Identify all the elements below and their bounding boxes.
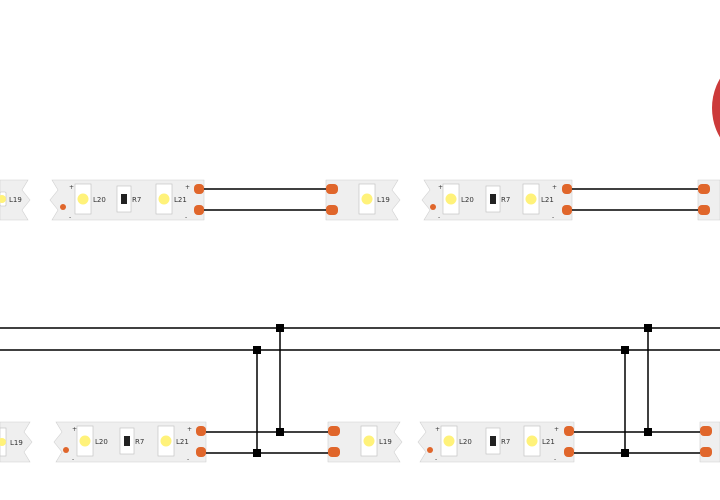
junction-node (253, 449, 261, 457)
led-label: L20 (93, 196, 106, 204)
led-label: L20 (461, 196, 474, 204)
svg-text:-: - (435, 456, 437, 463)
led-21 (526, 435, 538, 447)
led-21 (525, 193, 537, 205)
led-label: L21 (176, 438, 189, 446)
solder-pad (700, 447, 712, 457)
led-21 (158, 193, 170, 205)
led-19 (361, 193, 373, 205)
junction-node (253, 346, 261, 354)
svg-text:-: - (69, 214, 71, 221)
junction-node (276, 324, 284, 332)
svg-text:+: + (554, 426, 559, 433)
junction-node (621, 346, 629, 354)
bottom-strip-segment-b: L19 + - L20 R7 L21 + - (327, 421, 575, 463)
led-label: L19 (379, 438, 392, 446)
svg-text:-: - (552, 214, 554, 221)
led-19 (363, 435, 375, 447)
led-label: L20 (95, 438, 108, 446)
resistor-label: R7 (135, 438, 144, 446)
solder-pad (196, 426, 206, 436)
led-label: L21 (542, 438, 555, 446)
led-20 (77, 193, 89, 205)
svg-text:+: + (435, 426, 440, 433)
resistor-label: R7 (132, 196, 141, 204)
led-20 (443, 435, 455, 447)
solder-pad (564, 447, 574, 457)
top-strip-segment-c (697, 179, 720, 221)
resistor-r7 (490, 436, 496, 446)
solder-pad (328, 426, 340, 436)
led-label: L19 (377, 196, 390, 204)
bottom-strip-segment-a: + - L20 R7 L21 + - (53, 421, 207, 463)
top-strip-segment-a: + - L20 R7 L21 + - (49, 179, 205, 221)
svg-text:+: + (185, 184, 190, 191)
svg-text:+: + (187, 426, 192, 433)
solder-pad (564, 426, 574, 436)
svg-text:+: + (438, 184, 443, 191)
svg-text:-: - (187, 456, 189, 463)
bottom-strip-segment-a-stub: L19 (0, 421, 33, 463)
led-label: L20 (459, 438, 472, 446)
solder-pad (194, 184, 204, 194)
svg-text:+: + (72, 426, 77, 433)
svg-text:+: + (69, 184, 74, 191)
led-label: L19 (10, 439, 23, 447)
led-20 (445, 193, 457, 205)
solder-pad (700, 426, 712, 436)
solder-pad (698, 205, 710, 215)
junction-node (621, 449, 629, 457)
led-20 (79, 435, 91, 447)
solder-pad (562, 205, 572, 215)
svg-text:-: - (554, 456, 556, 463)
svg-text:-: - (72, 456, 74, 463)
resistor-label: R7 (501, 196, 510, 204)
resistor-r7 (490, 194, 496, 204)
resistor-r7 (124, 436, 130, 446)
junction-node (644, 428, 652, 436)
solder-pad (194, 205, 204, 215)
solder-pad (326, 184, 338, 194)
solder-pad (698, 184, 710, 194)
solder-pad (326, 205, 338, 215)
junction-node (644, 324, 652, 332)
bottom-strip-segment-c (699, 421, 720, 463)
junction-node (276, 428, 284, 436)
solder-pad (328, 447, 340, 457)
resistor-label: R7 (501, 438, 510, 446)
svg-text:-: - (438, 214, 440, 221)
led-label: L21 (541, 196, 554, 204)
top-strip-segment-a-stub: L19 (0, 179, 31, 221)
svg-text:-: - (185, 214, 187, 221)
solder-pad (196, 447, 206, 457)
led-label: L21 (174, 196, 187, 204)
resistor-r7 (121, 194, 127, 204)
led-label: L19 (9, 196, 22, 204)
red-indicator (712, 78, 720, 138)
svg-text:+: + (552, 184, 557, 191)
led-21 (160, 435, 172, 447)
top-strip-segment-b: L19 + - L20 R7 L21 + - (325, 179, 573, 221)
solder-pad (562, 184, 572, 194)
